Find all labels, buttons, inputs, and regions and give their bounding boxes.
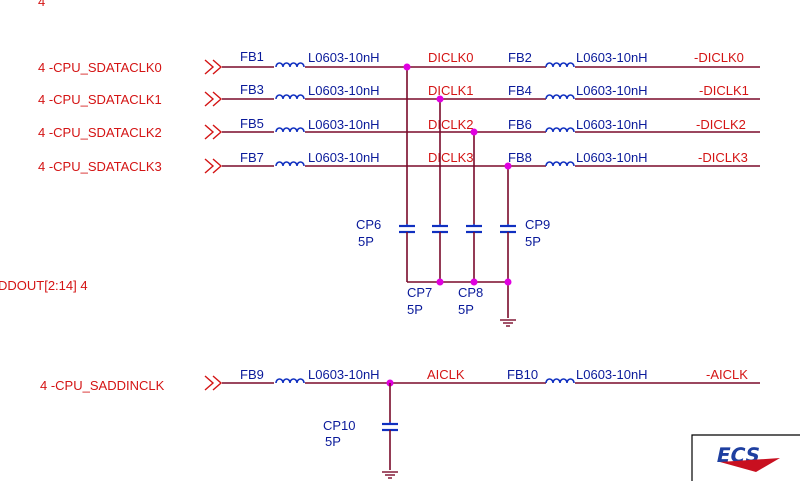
- ferrite-bead-ref: FB2: [508, 50, 532, 65]
- connector-label: 4 -CPU_SDATACLK2: [38, 125, 162, 140]
- inductor-value: L0603-10nH: [308, 150, 380, 165]
- offpage-connector-icon: [204, 91, 222, 107]
- junction-dot: [504, 278, 512, 286]
- ferrite-bead-ref: FB8: [508, 150, 532, 165]
- net-label: DICLK0: [428, 50, 474, 65]
- net-row-diclk0: 4 -CPU_SDATACLK0 FB1 L0603-10nH DICLK0 F…: [38, 49, 760, 75]
- ground-icon: [381, 471, 399, 479]
- offpage-connector-icon: [204, 158, 222, 174]
- net-label: DICLK3: [428, 150, 474, 165]
- cap-value-cp9: 5P: [525, 234, 541, 249]
- junction-dot: [470, 128, 478, 136]
- inductor-icon: [275, 94, 305, 100]
- ferrite-bead-ref: FB7: [240, 150, 264, 165]
- cap-value-cp8: 5P: [458, 302, 474, 317]
- ground-icon: [499, 319, 517, 327]
- net-out-label: -DICLK3: [698, 150, 748, 165]
- connector-label: 4 -CPU_SADDINCLK: [40, 378, 165, 393]
- cap-ref-cp9: CP9: [525, 217, 550, 232]
- net-row-aiclk: 4 -CPU_SADDINCLK FB9 L0603-10nH AICLK FB…: [40, 367, 760, 479]
- inductor-value: L0603-10nH: [576, 150, 648, 165]
- cap-value-cp6: 5P: [358, 234, 374, 249]
- inductor-icon: [275, 62, 305, 68]
- inductor-icon: [275, 127, 305, 133]
- inductor-value: L0603-10nH: [308, 367, 380, 382]
- offpage-connector-icon: [204, 59, 222, 75]
- ferrite-bead-ref: FB5: [240, 116, 264, 131]
- junction-dot: [436, 278, 444, 286]
- inductor-value: L0603-10nH: [576, 117, 648, 132]
- cap-value-cp7: 5P: [407, 302, 423, 317]
- net-out-label: -DICLK2: [696, 117, 746, 132]
- inductor-value: L0603-10nH: [576, 83, 648, 98]
- inductor-icon: [545, 127, 575, 133]
- connector-label: 4 -CPU_SDATACLK1: [38, 92, 162, 107]
- ferrite-bead-ref: FB1: [240, 49, 264, 64]
- ecs-logo: ECS: [691, 434, 800, 481]
- net-out-label: -DICLK1: [699, 83, 749, 98]
- inductor-icon: [275, 378, 305, 384]
- net-label: DICLK1: [428, 83, 474, 98]
- inductor-icon: [545, 94, 575, 100]
- junction-dot: [504, 162, 512, 170]
- ferrite-bead-ref: FB4: [508, 83, 532, 98]
- capacitor-icon: [498, 222, 518, 234]
- inductor-value: L0603-10nH: [576, 367, 648, 382]
- junction-dot: [436, 95, 444, 103]
- capacitor-icon: [464, 222, 484, 234]
- net-row-diclk1: 4 -CPU_SDATACLK1 FB3 L0603-10nH DICLK1 F…: [38, 82, 760, 107]
- net-label: DICLK2: [428, 117, 474, 132]
- cap-ref-cp7: CP7: [407, 285, 432, 300]
- inductor-value: L0603-10nH: [576, 50, 648, 65]
- net-out-label: -DICLK0: [694, 50, 744, 65]
- ferrite-bead-ref: FB3: [240, 82, 264, 97]
- cap-ref-cp8: CP8: [458, 285, 483, 300]
- offpage-connector-icon: [204, 124, 222, 140]
- bus-label-ddout: DDOUT[2:14] 4: [0, 278, 88, 293]
- connector-label: 4 -CPU_SDATACLK0: [38, 60, 162, 75]
- net-row-diclk3: 4 -CPU_SDATACLK3 FB7 L0603-10nH DICLK3 F…: [38, 150, 760, 174]
- inductor-icon: [545, 62, 575, 68]
- inductor-value: L0603-10nH: [308, 83, 380, 98]
- cap-ref-cp6: CP6: [356, 217, 381, 232]
- inductor-icon: [545, 378, 575, 384]
- inductor-icon: [275, 161, 305, 167]
- junction-dot: [403, 63, 411, 71]
- junction-dot: [470, 278, 478, 286]
- cap-value-cp10: 5P: [325, 434, 341, 449]
- connector-label: 4 -CPU_SDATACLK3: [38, 159, 162, 174]
- capacitor-icon: [397, 222, 417, 234]
- inductor-icon: [545, 161, 575, 167]
- offpage-connector-icon: [204, 375, 222, 391]
- net-out-label: -AICLK: [706, 367, 748, 382]
- ferrite-bead-ref: FB10: [507, 367, 538, 382]
- ferrite-bead-ref: FB9: [240, 367, 264, 382]
- top-ref-stub: 4: [38, 0, 45, 9]
- net-row-diclk2: 4 -CPU_SDATACLK2 FB5 L0603-10nH DICLK2 F…: [38, 116, 760, 140]
- capacitor-icon: [430, 222, 450, 234]
- cap-ref-cp10: CP10: [323, 418, 356, 433]
- capacitor-bank: CP6 5P CP9 5P CP7 5P CP8 5P: [356, 63, 550, 327]
- inductor-value: L0603-10nH: [308, 50, 380, 65]
- ferrite-bead-ref: FB6: [508, 117, 532, 132]
- net-label: AICLK: [427, 367, 465, 382]
- inductor-value: L0603-10nH: [308, 117, 380, 132]
- capacitor-icon: [380, 420, 400, 432]
